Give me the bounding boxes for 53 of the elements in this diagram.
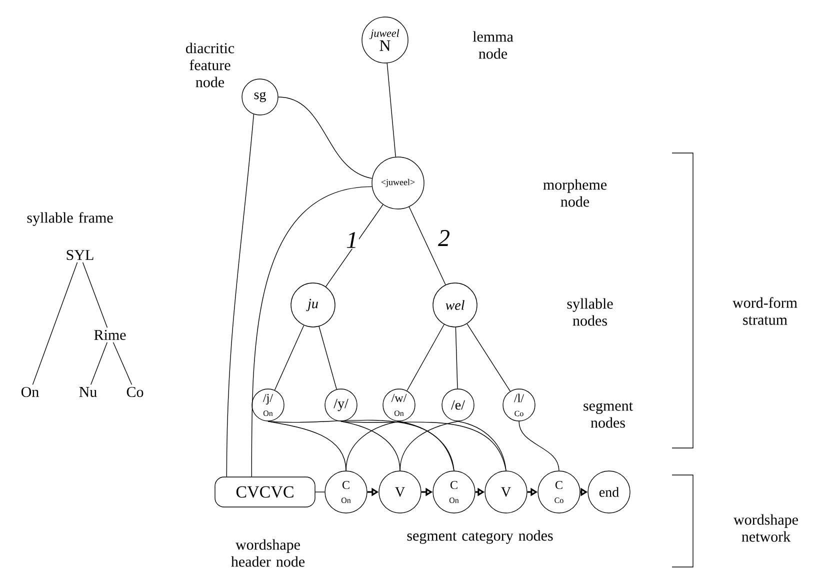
connector — [90, 342, 108, 386]
annotation: wordshape header node — [231, 539, 305, 567]
connector — [82, 262, 108, 328]
annotation: lemma node — [472, 31, 514, 59]
annotation: diacritic feature node — [186, 42, 234, 88]
circle-node: /l/ Co — [502, 388, 536, 422]
circle-node: /j/ On — [252, 388, 284, 422]
circle-node: V — [484, 470, 528, 514]
annotation: morpheme node — [543, 179, 607, 207]
connector — [386, 62, 396, 158]
annotation: segment category nodes — [407, 530, 553, 544]
connector — [268, 420, 454, 471]
circle-node: C On — [432, 470, 476, 514]
connector — [274, 325, 304, 390]
tree-label: Co — [126, 386, 144, 398]
circle-node: juweel N — [362, 16, 408, 64]
tree-label: Nu — [79, 387, 97, 397]
header-box: CVCVC — [214, 476, 316, 508]
connector — [278, 96, 372, 179]
circle-node: ju — [290, 282, 336, 328]
edge-label: 2 — [437, 229, 451, 247]
connector — [466, 323, 511, 392]
connector — [406, 324, 444, 392]
circle-node: sg — [242, 78, 278, 116]
annotation: wordshape network — [734, 514, 798, 542]
annotation: syllable nodes — [567, 298, 613, 326]
circle-node: C On — [324, 470, 368, 514]
tree-label: SYL — [66, 250, 94, 260]
annotation: segment nodes — [584, 402, 633, 428]
edge-label: 1 — [345, 231, 359, 249]
connector — [458, 421, 506, 471]
connector — [226, 114, 254, 477]
tree-label: Rime — [94, 330, 126, 340]
connector — [325, 204, 384, 288]
circle-node: end — [588, 470, 630, 514]
connector — [518, 421, 560, 471]
connector — [32, 262, 78, 385]
annotation: word-form stratum — [732, 297, 798, 325]
connector — [251, 186, 372, 477]
tree-label: On — [21, 386, 39, 398]
circle-node: /w/ On — [382, 388, 416, 422]
circle-node: wel — [432, 282, 478, 328]
connector — [340, 421, 506, 471]
circle-node: /e/ — [442, 388, 474, 422]
annotation: syllable frame — [27, 212, 113, 226]
circle-node: V — [378, 470, 422, 514]
connector — [408, 206, 446, 286]
connector — [112, 342, 132, 385]
connector — [455, 326, 458, 389]
circle-node: <juweel> — [372, 156, 424, 210]
circle-node: /y/ — [324, 388, 358, 422]
circle-node: C Co — [538, 470, 580, 514]
connector — [318, 326, 337, 390]
